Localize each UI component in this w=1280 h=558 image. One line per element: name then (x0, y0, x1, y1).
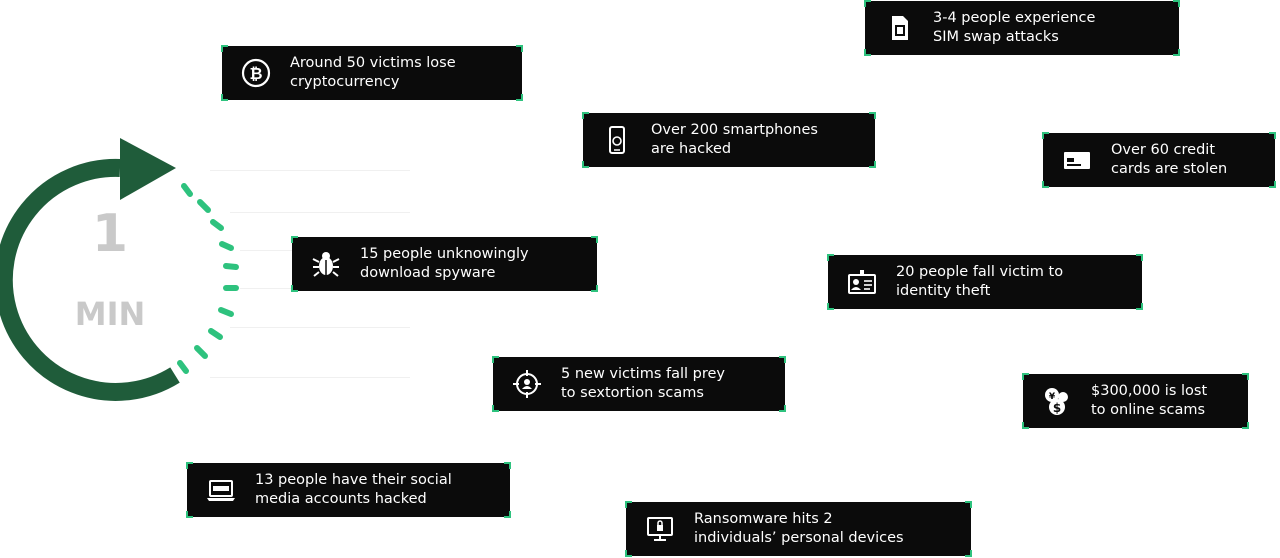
stat-card-online-scams: $¥ $300,000 is lost to online scams (1022, 373, 1249, 429)
target-person-icon (511, 368, 543, 400)
stat-card-text: 13 people have their social media accoun… (255, 472, 452, 507)
svg-text:₿: ₿ (249, 64, 262, 83)
stat-card-smartphones: Over 200 smartphones are hacked (582, 112, 876, 168)
stat-card-ransomware: Ransomware hits 2 individuals’ personal … (625, 501, 972, 557)
stat-card-text: Around 50 victims lose cryptocurrency (290, 55, 456, 90)
stat-card-text: 15 people unknowingly download spyware (360, 246, 529, 281)
bug-icon (310, 248, 342, 280)
stat-card-text: Over 60 credit cards are stolen (1111, 142, 1228, 177)
stat-card-text: Ransomware hits 2 individuals’ personal … (694, 511, 904, 546)
stat-card-text: Over 200 smartphones are hacked (651, 122, 818, 157)
smartphone-hacked-icon (601, 124, 633, 156)
hacked-laptop-icon (205, 474, 237, 506)
stat-card-credit-cards: Over 60 credit cards are stolen (1042, 132, 1276, 188)
stat-card-cryptocurrency: ₿ Around 50 victims lose cryptocurrency (221, 45, 523, 101)
stat-card-text: 5 new victims fall prey to sextortion sc… (561, 366, 726, 401)
credit-card-icon (1061, 144, 1093, 176)
stat-card-sim-swap: 3-4 people experience SIM swap attacks (864, 0, 1180, 56)
guide-line (210, 377, 410, 378)
stat-card-text: $300,000 is lost to online scams (1091, 383, 1208, 418)
stat-card-social-media: 13 people have their social media accoun… (186, 462, 511, 518)
money-icon: $¥ (1041, 385, 1073, 417)
bitcoin-icon: ₿ (240, 57, 272, 89)
timer-unit: MIN (74, 295, 146, 333)
timer-arrow-icon (0, 138, 239, 401)
timer-value: 1 (91, 204, 129, 264)
guide-line (230, 327, 410, 328)
svg-text:$: $ (1053, 401, 1061, 415)
one-minute-timer: 1 MIN (0, 130, 260, 410)
stat-card-text: 3-4 people experience SIM swap attacks (933, 10, 1096, 45)
stat-card-spyware: 15 people unknowingly download spyware (291, 236, 598, 292)
sim-card-icon (883, 12, 915, 44)
svg-text:¥: ¥ (1049, 392, 1056, 402)
id-card-icon (846, 266, 878, 298)
stat-card-text: 20 people fall victim to identity theft (896, 264, 1064, 299)
guide-line (230, 212, 410, 213)
stat-card-sextortion: 5 new victims fall prey to sextortion sc… (492, 356, 786, 412)
ransomware-monitor-icon (644, 513, 676, 545)
guide-line (210, 170, 410, 171)
stat-card-identity-theft: 20 people fall victim to identity theft (827, 254, 1143, 310)
